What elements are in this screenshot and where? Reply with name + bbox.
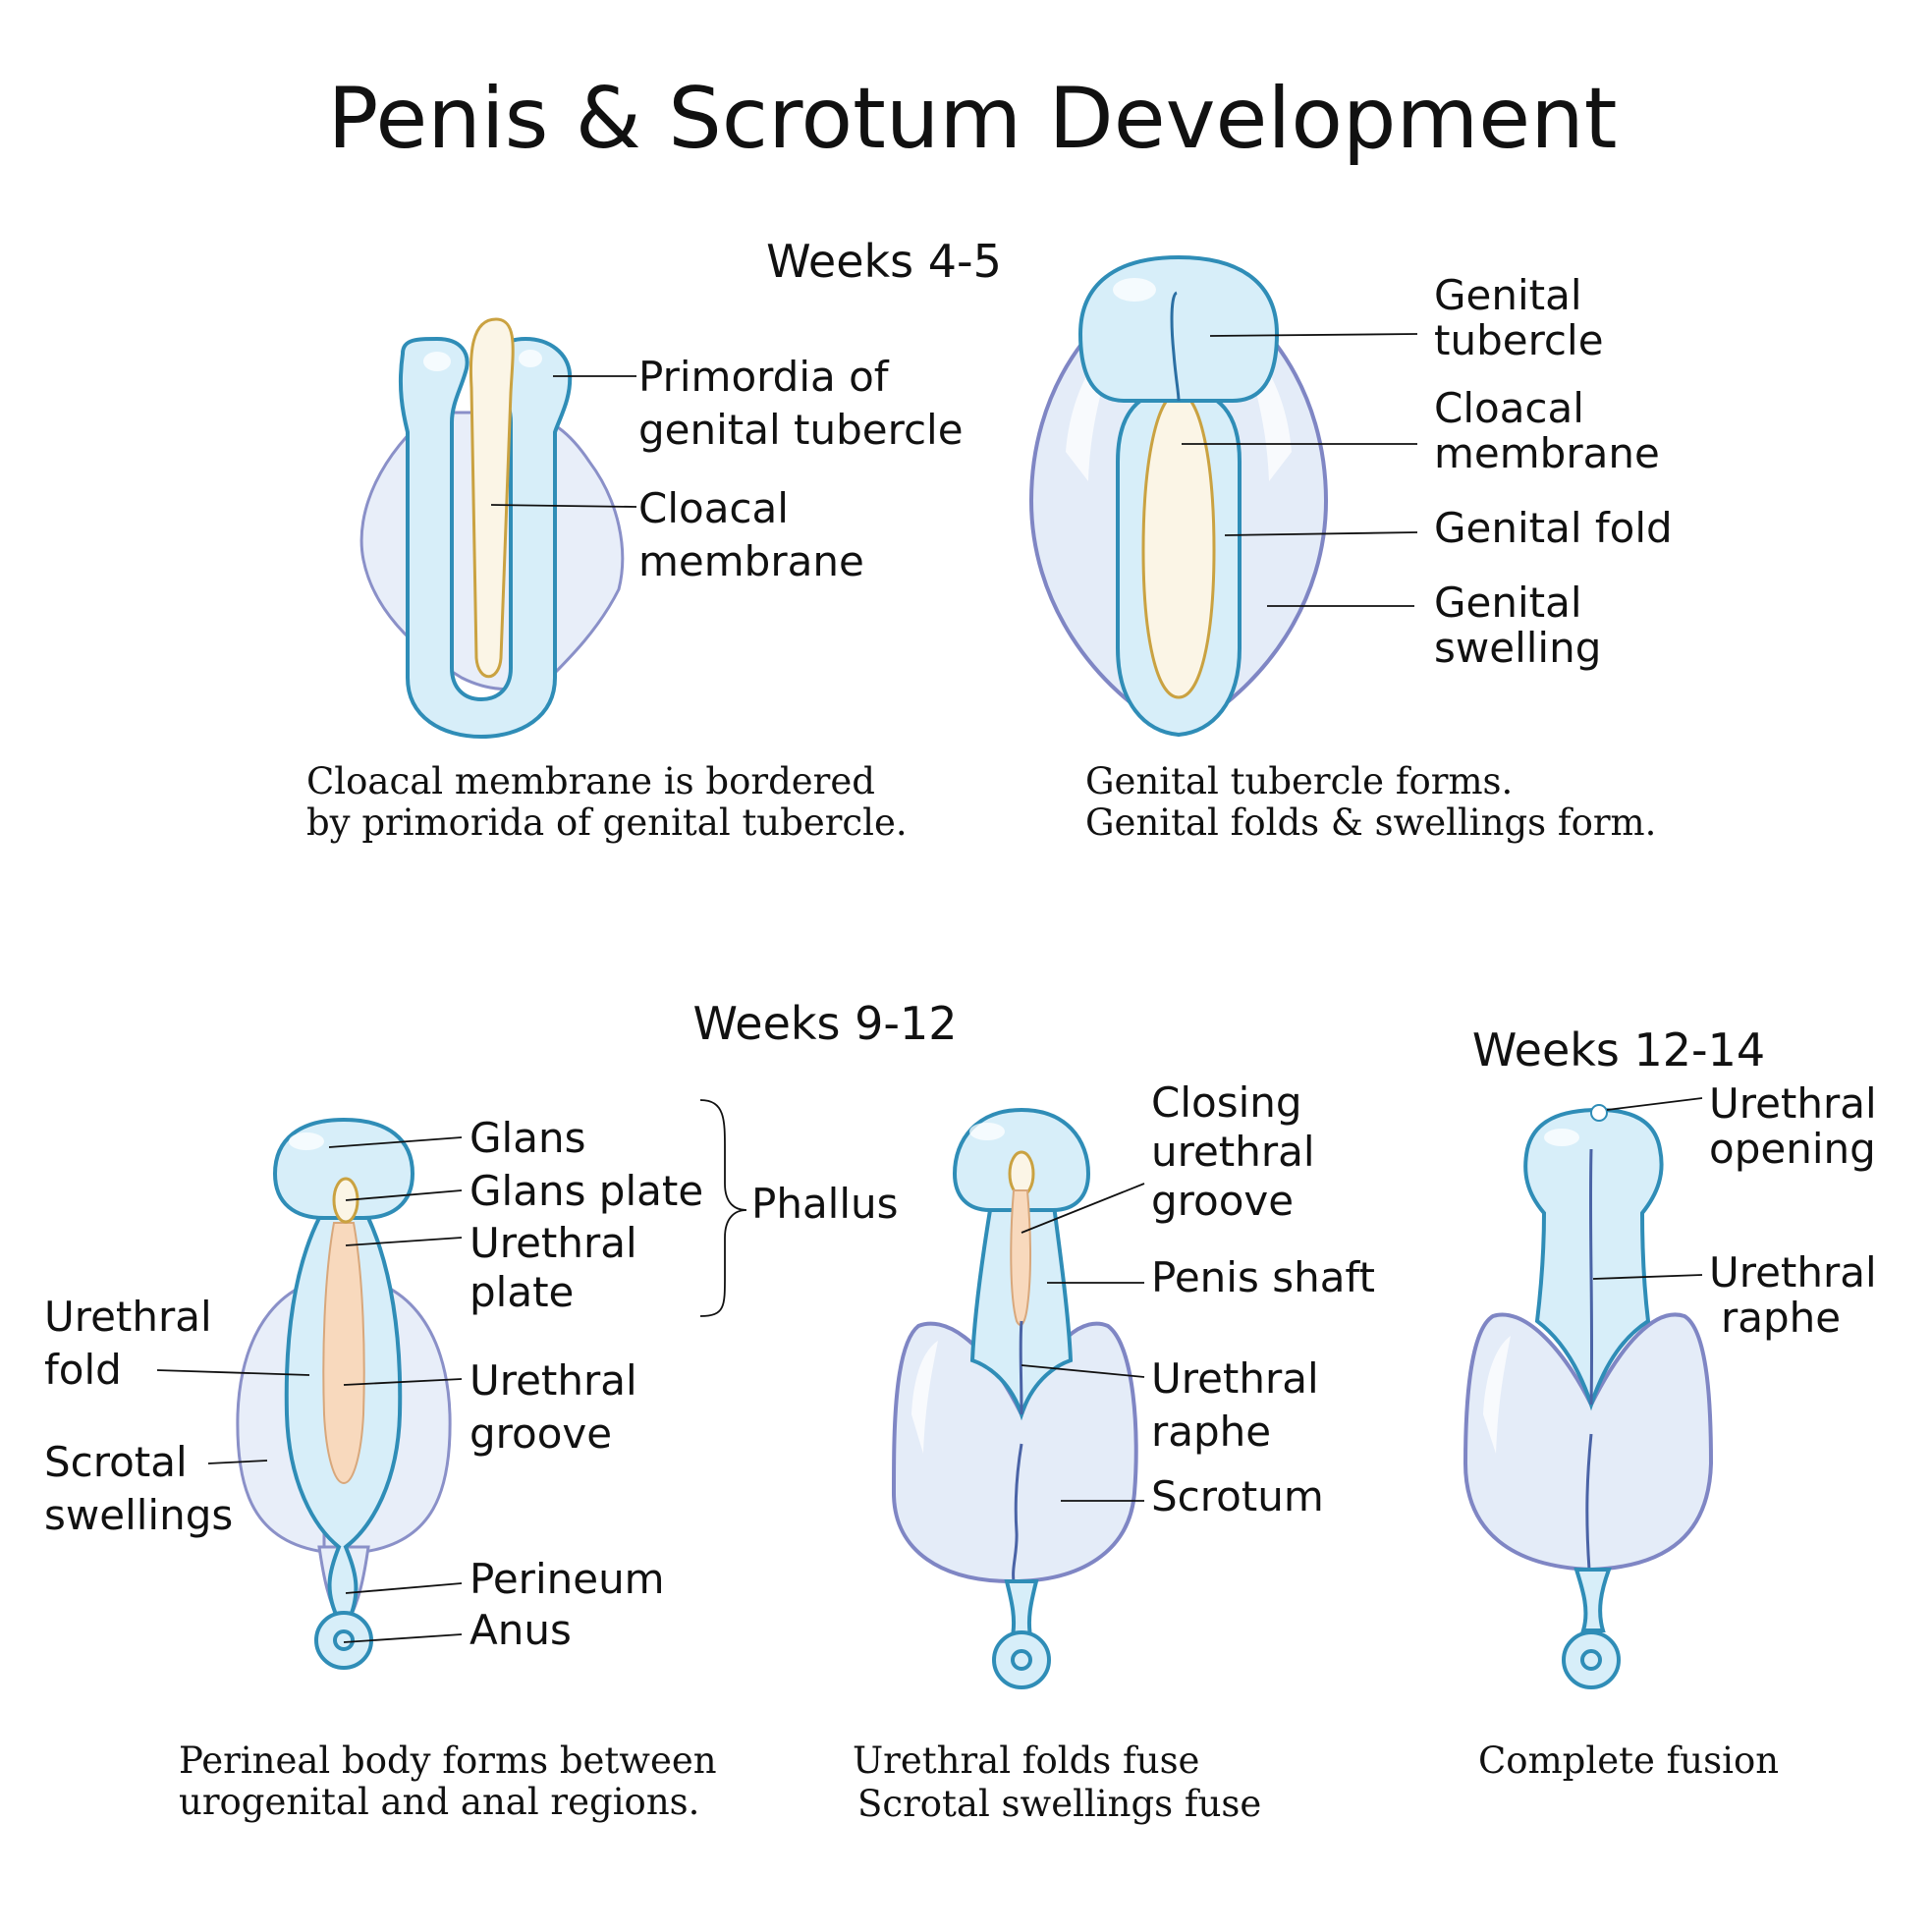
tubercle-groove <box>1170 291 1181 402</box>
stage-label-weeks-12-14: Weeks 12-14 <box>1472 1023 1765 1076</box>
caption-fusing: Urethral folds fuse Scrotal swellings fu… <box>853 1739 1261 1825</box>
leader-line <box>1021 1364 1145 1378</box>
panel-weeks-9-12-fusing: Closing urethral groove Penis shaft Uret… <box>853 1078 1375 1825</box>
label-glans-plate: Glans plate <box>469 1167 703 1215</box>
highlight <box>911 1341 938 1454</box>
label-urethral-plate: Urethral plate <box>469 1219 650 1316</box>
label-urethral-raphe: Urethral raphe <box>1151 1354 1332 1456</box>
leader-line <box>328 1136 463 1148</box>
leader-line <box>343 1378 463 1386</box>
urethral-plate-shape <box>322 1222 365 1485</box>
label-urethral-fold: Urethral fold <box>44 1293 225 1394</box>
phallus-bracket <box>699 1099 747 1317</box>
leader-line <box>1209 333 1418 337</box>
panel-weeks-4-5-tubercle: Genital tubercle Cloacal membrane Genita… <box>1028 254 1673 844</box>
label-genital-swelling: Genital swelling <box>1434 579 1601 672</box>
diagram-title: Penis & Scrotum Development <box>328 70 1618 168</box>
leader-line <box>345 1237 463 1246</box>
label-cloacal-membrane: Cloacal membrane <box>1434 384 1660 477</box>
glans-plate-shape <box>1008 1150 1035 1197</box>
label-scrotal-swellings: Scrotal swellings <box>44 1438 233 1539</box>
label-phallus: Phallus <box>751 1180 899 1228</box>
label-closing-urethral-groove: Closing urethral groove <box>1151 1078 1328 1225</box>
leader-line <box>343 1633 463 1643</box>
label-perineum: Perineum <box>469 1555 665 1603</box>
highlight <box>423 352 451 371</box>
scrotal-raphe-line <box>1012 1443 1023 1582</box>
urethral-raphe-line <box>1588 1148 1594 1406</box>
label-genital-tubercle: Genital tubercle <box>1434 271 1604 364</box>
label-glans: Glans <box>469 1114 585 1162</box>
leader-line <box>156 1369 310 1376</box>
cloacal-membrane-shape-1 <box>469 317 515 679</box>
leader-line <box>345 1189 463 1201</box>
leader-line <box>1592 1274 1703 1280</box>
highlight <box>519 350 542 367</box>
label-cloacal-membrane: Cloacal membrane <box>638 484 864 585</box>
highlight <box>1544 1129 1579 1146</box>
leader-line <box>1021 1183 1145 1234</box>
perineum-shape <box>1573 1568 1612 1632</box>
label-urethral-groove: Urethral groove <box>469 1356 650 1458</box>
leader-line <box>345 1582 463 1594</box>
label-anus: Anus <box>469 1606 572 1654</box>
panel-weeks-4-5-primordia: Primordia of genital tubercle Cloacal me… <box>306 317 964 844</box>
label-genital-fold: Genital fold <box>1434 504 1673 552</box>
panel-weeks-12-14-complete: Urethral opening Urethral raphe Complete… <box>1463 1079 1890 1782</box>
highlight <box>289 1132 324 1150</box>
genital-tubercle-shape <box>1077 254 1280 403</box>
highlight <box>1483 1336 1511 1454</box>
scrotal-raphe-line <box>1585 1433 1593 1571</box>
label-primordia-of-genital-tubercle: Primordia of genital tubercle <box>638 353 964 454</box>
leader-line <box>1224 531 1418 536</box>
caption-complete: Complete fusion <box>1478 1739 1779 1782</box>
stage-label-weeks-4-5: Weeks 4-5 <box>766 235 1002 288</box>
anus-opening <box>333 1629 355 1651</box>
leader-line <box>207 1460 268 1464</box>
highlight <box>969 1123 1005 1140</box>
caption-tubercle: Genital tubercle forms. Genital folds & … <box>1085 760 1656 844</box>
cloacal-membrane-shape-2 <box>1141 391 1216 699</box>
label-urethral-raphe: Urethral raphe <box>1709 1248 1890 1342</box>
closing-urethral-groove-shape <box>1010 1189 1031 1326</box>
urethral-opening-shape <box>1590 1104 1608 1122</box>
label-scrotum: Scrotum <box>1151 1472 1324 1520</box>
anus-opening <box>1580 1649 1602 1671</box>
anus-opening <box>1011 1649 1032 1671</box>
stage-label-weeks-9-12: Weeks 9-12 <box>692 997 957 1050</box>
leader-line <box>490 504 637 508</box>
caption-phallus: Perineal body forms between urogenital a… <box>179 1739 728 1823</box>
caption-primordia: Cloacal membrane is bordered by primorid… <box>306 760 908 844</box>
label-penis-shaft: Penis shaft <box>1151 1253 1375 1301</box>
panel-weeks-9-12-phallus: Glans Glans plate Urethral plate Urethra… <box>44 1099 899 1823</box>
leader-line <box>1606 1097 1703 1111</box>
label-urethral-opening: Urethral opening <box>1709 1079 1890 1173</box>
highlight <box>1113 278 1156 302</box>
